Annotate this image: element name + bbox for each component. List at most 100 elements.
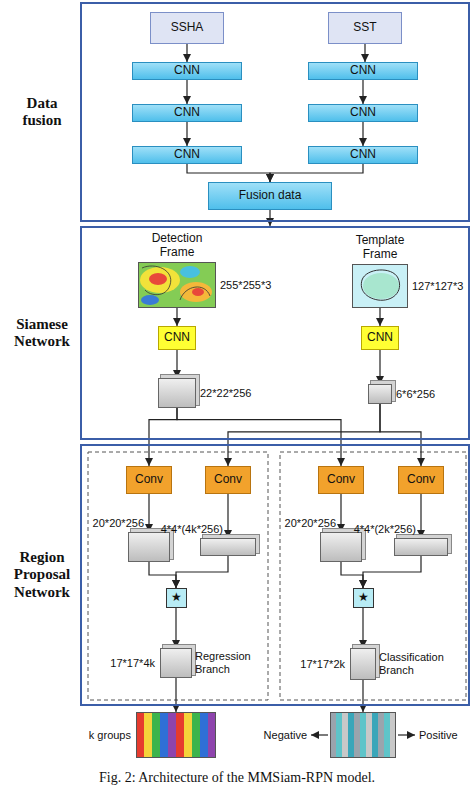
dimension-label: 22*22*256	[200, 387, 251, 400]
figure-caption: Fig. 2: Architecture of the MMSiam-RPN m…	[0, 770, 474, 786]
output-label: Negative	[264, 729, 307, 742]
cnn-layer: CNN	[361, 326, 399, 350]
input-box: SST	[328, 12, 402, 44]
dimension-label: Regression Branch	[195, 650, 259, 675]
connector-arrow	[176, 556, 228, 588]
feature-cube: 20*20*256	[320, 532, 362, 562]
connector-arrow	[340, 494, 341, 532]
operator-symbol: ★	[171, 591, 182, 605]
connector-arrow	[227, 494, 228, 538]
cnn-layer: CNN	[132, 104, 242, 122]
feature-cube: 6*6*256	[368, 384, 392, 404]
feature-cube: 4*4*(4k*256)	[200, 538, 256, 556]
panel: Siamese NetworkDetection Frame255*255*3T…	[80, 226, 470, 440]
output-stack: k groups	[136, 712, 216, 758]
connector-arrow	[186, 44, 187, 62]
dimension-label: 17*17*2k	[300, 658, 345, 671]
output-cube: 17*17*4kRegression Branch	[160, 648, 192, 678]
connector-arrow	[186, 122, 187, 146]
cnn-layer: CNN	[308, 146, 418, 164]
fusion-box: Fusion data	[208, 182, 332, 210]
connector-arrow	[149, 562, 176, 588]
output-cube: 17*17*2kClassification Branch	[350, 648, 376, 680]
correlation-op: ★	[353, 588, 374, 608]
input-box: SSHA	[150, 12, 224, 44]
box-label: CNN	[367, 331, 393, 345]
correlation-op: ★	[166, 588, 187, 608]
connector-arrow	[269, 210, 270, 226]
frame-label: 127*127*3	[412, 280, 463, 293]
conv-layer: Conv	[126, 466, 172, 494]
output-label: k groups	[89, 729, 131, 742]
panel: Region Proposal NetworkConvConvConvConv2…	[80, 444, 470, 706]
connector-arrow	[380, 404, 421, 466]
branch-frame	[88, 452, 268, 700]
connector-arrow	[364, 44, 365, 62]
connector-arrow	[379, 350, 380, 384]
leader-arrow	[311, 734, 328, 735]
panel-heading: Data fusion	[6, 95, 78, 130]
panel: Data fusionSSHASSTCNNCNNCNNCNNCNNCNNFusi…	[80, 2, 470, 222]
panel-heading: Siamese Network	[6, 316, 78, 351]
frame-image: Detection Frame255*255*3	[138, 262, 216, 308]
leader-arrow	[398, 734, 415, 735]
group-stack	[136, 712, 216, 758]
cnn-layer: CNN	[158, 326, 196, 350]
connector-arrow	[362, 680, 363, 712]
dimension-label: 17*17*4k	[110, 657, 155, 670]
box-label: CNN	[174, 106, 200, 120]
box-label: SST	[353, 21, 376, 35]
feature-cube: 4*4*(2k*256)	[394, 538, 448, 556]
connector-arrow	[379, 308, 380, 326]
conv-layer: Conv	[398, 466, 444, 494]
connector-arrow	[362, 608, 363, 648]
box-label: Conv	[214, 473, 242, 487]
box-label: CNN	[350, 106, 376, 120]
dimension-label: Classification Branch	[379, 651, 463, 676]
cnn-layer: CNN	[308, 104, 418, 122]
box-label: Fusion data	[239, 189, 302, 203]
frame-label: Template Frame	[345, 234, 415, 262]
cnn-layer: CNN	[308, 62, 418, 80]
dimension-label: 6*6*256	[396, 388, 435, 401]
box-label: SSHA	[171, 21, 204, 35]
conv-layer: Conv	[205, 466, 251, 494]
connector-arrow	[175, 608, 176, 648]
dimension-label: 4*4*(4k*256)	[161, 523, 223, 536]
feature-cube: 22*22*256	[158, 378, 196, 408]
output-stack: NegativePositive	[330, 712, 396, 758]
score-stack	[330, 712, 396, 758]
box-label: CNN	[350, 64, 376, 78]
branch-frame	[280, 452, 466, 700]
connector-arrow	[363, 556, 421, 588]
cnn-layer: CNN	[132, 62, 242, 80]
conv-layer: Conv	[318, 466, 364, 494]
heatmap-image	[138, 262, 216, 308]
feature-cube: 20*20*256	[128, 532, 170, 562]
connector-arrow	[228, 404, 380, 466]
box-label: CNN	[350, 148, 376, 162]
connector-arrow	[176, 308, 177, 326]
operator-symbol: ★	[358, 591, 369, 605]
connector-arrow	[176, 350, 177, 378]
frame-label: Detection Frame	[142, 232, 212, 260]
dimension-label: 20*20*256	[285, 517, 336, 530]
connector-arrow	[177, 408, 341, 466]
frame-image: Template Frame127*127*3	[352, 264, 408, 308]
connector-arrow	[149, 408, 177, 466]
template-image	[352, 264, 408, 308]
box-label: Conv	[407, 473, 435, 487]
cnn-layer: CNN	[132, 146, 242, 164]
dimension-label: 20*20*256	[93, 517, 144, 530]
dimension-label: 4*4*(2k*256)	[354, 523, 416, 536]
box-label: Conv	[135, 473, 163, 487]
connector-arrow	[186, 80, 187, 104]
connector-arrow	[187, 164, 270, 182]
connector-arrow	[341, 562, 363, 588]
box-label: CNN	[174, 148, 200, 162]
connector-arrow	[175, 678, 176, 712]
connector-arrow	[270, 164, 363, 182]
box-label: Conv	[327, 473, 355, 487]
output-label: Positive	[419, 729, 458, 742]
